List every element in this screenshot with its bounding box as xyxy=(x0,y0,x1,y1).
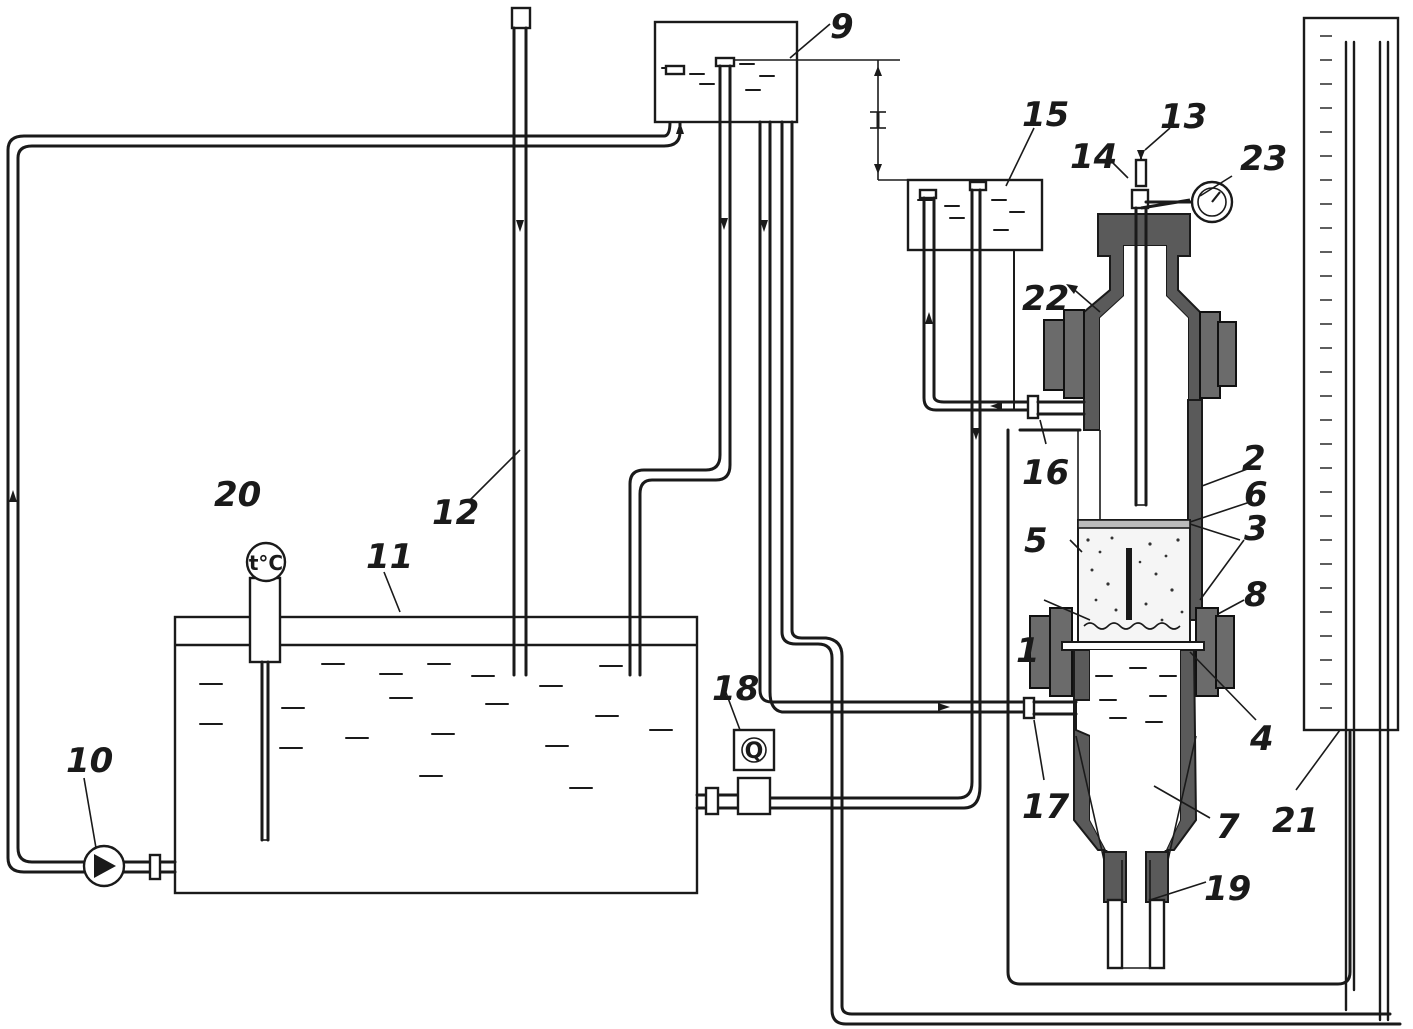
label-6: 6 xyxy=(1244,475,1268,515)
label-4: 4 xyxy=(1249,719,1274,759)
overflow-tank xyxy=(768,178,1044,810)
pump xyxy=(6,88,684,888)
manometer-board xyxy=(1302,16,1400,1022)
feed-pipe xyxy=(758,120,1402,1026)
label-12: 12 xyxy=(432,493,479,533)
label-7: 7 xyxy=(1216,807,1240,847)
label-10: 10 xyxy=(66,741,113,781)
pressure-gauge xyxy=(1144,180,1234,224)
manometer-scale xyxy=(1320,35,1332,709)
label-19: 19 xyxy=(1204,869,1251,909)
filter-column xyxy=(1006,150,1352,986)
flowmeter-symbol: Q xyxy=(745,739,764,764)
label-1: 1 xyxy=(1016,631,1040,671)
label-14: 14 xyxy=(1070,137,1117,177)
level-link xyxy=(870,60,1000,181)
tank-liquid-marks xyxy=(199,663,673,789)
label-18: 18 xyxy=(712,669,759,709)
label-20: 20 xyxy=(214,475,261,515)
label-16: 16 xyxy=(1022,453,1069,493)
part-labels: 1 2 3 4 5 6 7 8 9 10 11 12 13 14 15 16 1… xyxy=(66,7,1319,909)
bed-particles xyxy=(1086,536,1184,622)
label-22: 22 xyxy=(1022,279,1069,319)
label-2: 2 xyxy=(1242,439,1266,479)
flowmeter: Q xyxy=(695,689,776,816)
label-3: 3 xyxy=(1244,509,1268,549)
upper-constant-head-tank xyxy=(653,20,900,124)
label-15: 15 xyxy=(1022,95,1069,135)
thermometer-symbol: t°C xyxy=(249,551,283,575)
label-17: 17 xyxy=(1022,787,1070,827)
label-23: 23 xyxy=(1240,139,1287,179)
standpipe xyxy=(469,6,532,677)
label-5: 5 xyxy=(1024,521,1048,561)
label-11: 11 xyxy=(366,537,413,577)
label-9: 9 xyxy=(830,7,854,47)
label-21: 21 xyxy=(1272,801,1319,841)
thermometer: t°C xyxy=(245,541,287,842)
label-13: 13 xyxy=(1160,97,1207,137)
leader-lines xyxy=(83,23,1341,901)
overflow-return-pipe xyxy=(628,64,732,677)
label-8: 8 xyxy=(1244,575,1268,615)
